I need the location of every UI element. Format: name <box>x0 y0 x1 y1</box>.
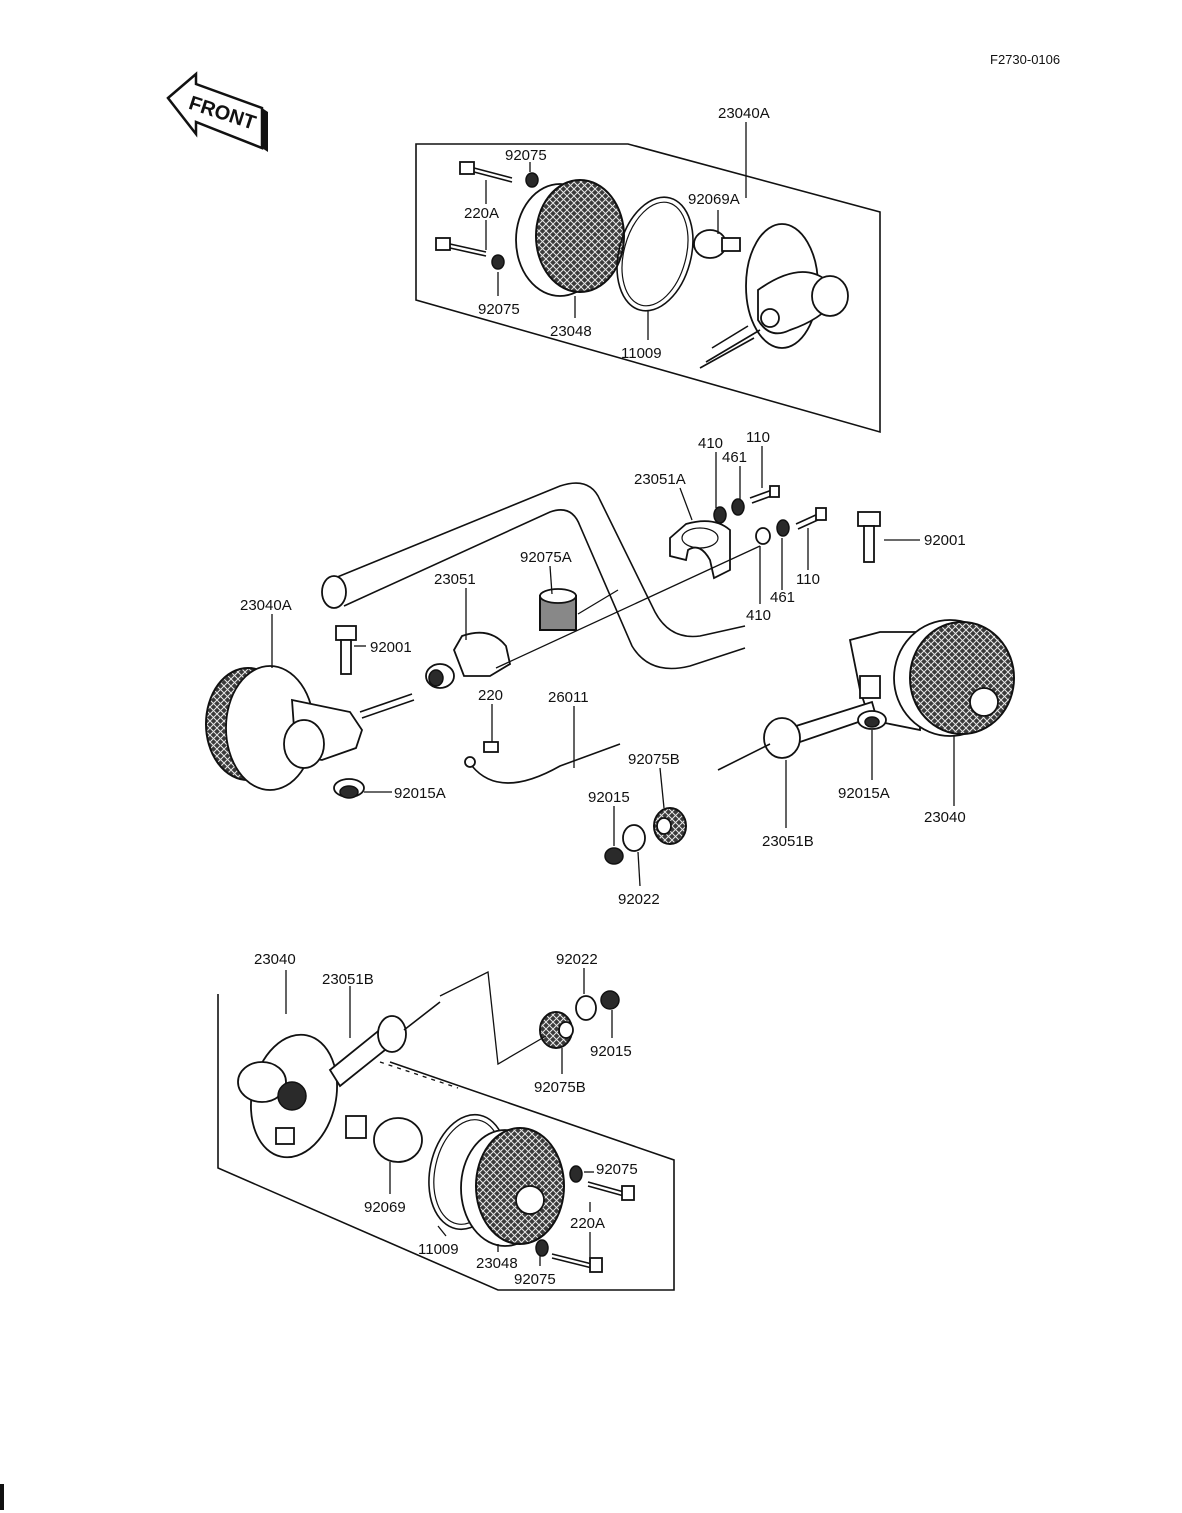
bulb-92069A <box>693 229 741 259</box>
screw-220A-lower <box>435 237 487 257</box>
bulb-92069 <box>345 1115 423 1163</box>
label-23040A-top: 23040A <box>718 105 770 122</box>
nut-92015A-right <box>857 710 887 730</box>
part-labels: 23040A 92075 220A 92075 23048 11009 9206… <box>240 105 966 1288</box>
label-11009-a: 11009 <box>621 345 662 362</box>
label-92022-mid: 92022 <box>618 891 660 908</box>
label-410-b: 410 <box>746 607 771 624</box>
spacer-92075A <box>539 588 577 631</box>
label-23051B-bottom: 23051B <box>322 971 374 988</box>
label-23040-bottom: 23040 <box>254 951 296 968</box>
front-arrow-icon: FRONT <box>166 71 268 152</box>
label-92015-bottom: 92015 <box>590 1043 632 1060</box>
drawing-id: F2730-0106 <box>990 52 1060 67</box>
label-92069A: 92069A <box>688 191 740 208</box>
grommet-92075B-mid <box>653 807 687 845</box>
leader-lines <box>271 122 955 1266</box>
washer-410-a <box>713 506 727 524</box>
label-23051A: 23051A <box>634 471 686 488</box>
label-11009-b: 11009 <box>418 1241 459 1258</box>
screw-220 <box>483 741 499 753</box>
label-461-a: 461 <box>722 449 747 466</box>
bolt-92001-left <box>335 625 357 675</box>
label-23048-a: 23048 <box>550 323 592 340</box>
clamp-23051A <box>669 520 731 580</box>
label-92075-b: 92075 <box>478 301 520 318</box>
stalk-23051B-bottom <box>328 1001 441 1088</box>
washer-410-b <box>755 527 771 545</box>
stalk-23051B-mid <box>717 700 878 771</box>
washer-92075-c <box>569 1165 583 1183</box>
washer-92022-bottom <box>575 995 597 1021</box>
gasket-11009-top <box>616 196 694 312</box>
label-23051: 23051 <box>434 571 476 588</box>
washer-461-a <box>731 498 745 516</box>
binder-mark <box>0 1484 4 1510</box>
label-110-b: 110 <box>796 571 820 588</box>
lens-23048-bottom <box>460 1127 565 1247</box>
washer-92075-upper <box>525 172 539 188</box>
bolt-110-a <box>749 485 780 504</box>
bottom-exploded-panel <box>217 994 675 1291</box>
housing-23040A-top <box>699 223 849 369</box>
label-220A-a: 220A <box>464 205 499 222</box>
nut-92015-bottom <box>600 990 620 1010</box>
housing-23040-bottom <box>237 1033 338 1159</box>
washer-92022-mid <box>622 824 646 852</box>
label-92075-a: 92075 <box>505 147 547 164</box>
bolt-110-b <box>795 507 827 530</box>
label-23051B-mid: 23051B <box>762 833 814 850</box>
washer-92075-d <box>535 1239 549 1257</box>
label-461-b: 461 <box>770 589 795 606</box>
label-110-a: 110 <box>746 429 770 446</box>
screw-220A-b-upper <box>587 1181 635 1201</box>
wire-26011 <box>464 743 621 784</box>
label-92075-c: 92075 <box>596 1161 638 1178</box>
label-23040A-left: 23040A <box>240 597 292 614</box>
label-410-a: 410 <box>698 435 723 452</box>
label-92015-mid: 92015 <box>588 789 630 806</box>
label-92069: 92069 <box>364 1199 406 1216</box>
label-220A-b: 220A <box>570 1215 605 1232</box>
nut-92015A-left <box>333 778 365 799</box>
washer-92075-lower <box>491 254 505 270</box>
label-26011: 26011 <box>548 689 589 706</box>
screw-220A-upper <box>459 161 513 183</box>
label-92075A: 92075A <box>520 549 572 566</box>
top-exploded-panel <box>415 143 881 434</box>
label-92001-left: 92001 <box>370 639 412 656</box>
grommet-92075B-bottom <box>539 1011 574 1049</box>
turn-signal-23040A-left <box>205 665 415 791</box>
screw-220A-b-lower <box>551 1253 603 1273</box>
label-92015A-left: 92015A <box>394 785 446 802</box>
label-92075-d: 92075 <box>514 1271 556 1288</box>
bolt-92001-right <box>857 511 881 563</box>
label-92075B-bottom: 92075B <box>534 1079 586 1096</box>
label-92015A-right: 92015A <box>838 785 890 802</box>
label-23048-b: 23048 <box>476 1255 518 1272</box>
nut-92015-mid <box>604 847 624 865</box>
bracket-23051 <box>425 631 512 689</box>
label-23040-right: 23040 <box>924 809 966 826</box>
label-92075B-mid: 92075B <box>628 751 680 768</box>
lens-23048-top <box>515 179 625 297</box>
handlebar <box>321 482 746 670</box>
turn-signal-23040-right <box>848 619 1015 737</box>
label-92022-bottom: 92022 <box>556 951 598 968</box>
washer-461-b <box>776 519 790 537</box>
label-92001-right: 92001 <box>924 532 966 549</box>
label-220: 220 <box>478 687 503 704</box>
